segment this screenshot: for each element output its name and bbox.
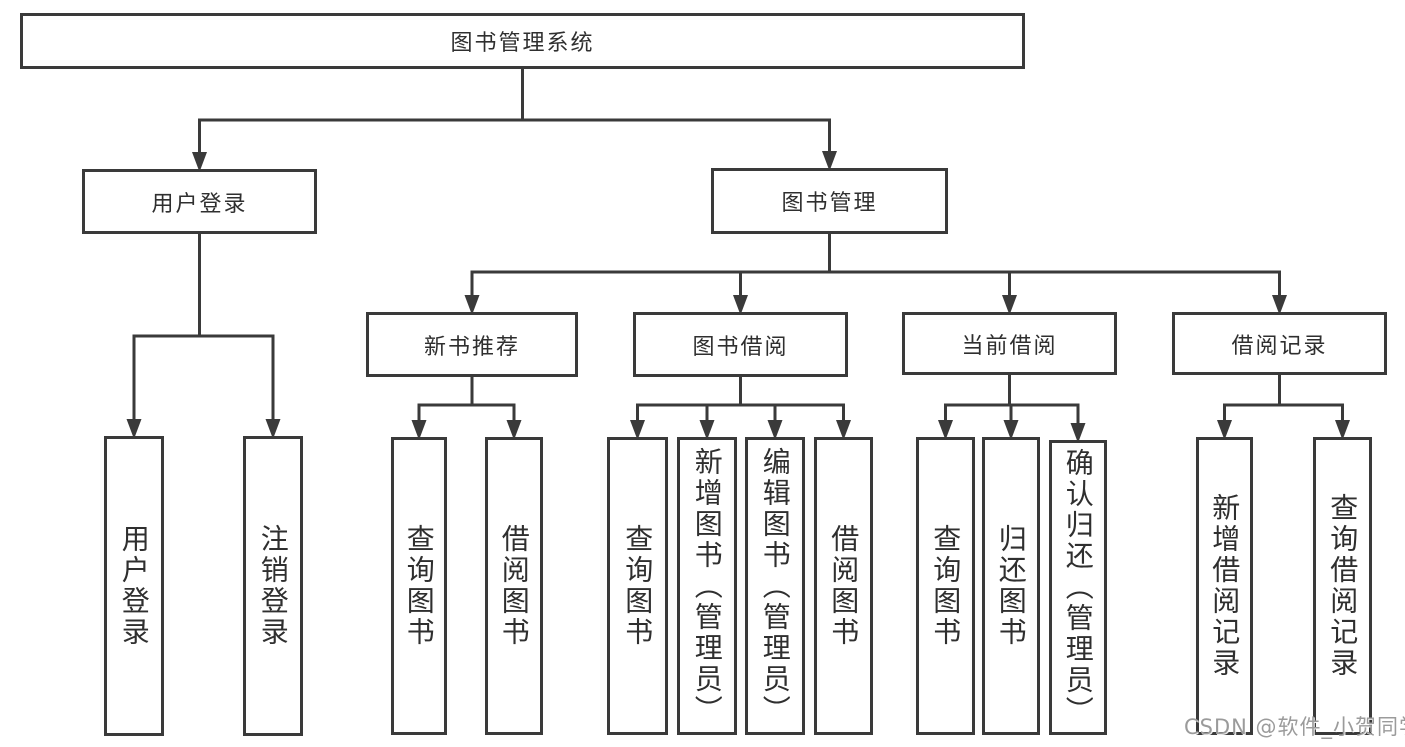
arrowhead-icon	[411, 420, 427, 440]
arrowhead-icon	[1217, 420, 1232, 440]
node-book-management: 图书管理	[711, 168, 948, 234]
node-leaf-user-login: 用户登录	[104, 436, 164, 736]
arrowhead-icon	[1335, 420, 1350, 440]
node-user-login: 用户登录	[82, 169, 317, 234]
node-cb-query-books: 查询图书	[916, 437, 975, 735]
arrowhead-icon	[506, 420, 522, 440]
arrowhead-icon	[836, 420, 851, 440]
node-cb-return-books: 归还图书	[982, 437, 1040, 735]
node-rec-borrow-books: 借阅图书	[485, 437, 543, 735]
node-cb-confirm-return: 确认归还（管理员）	[1049, 440, 1107, 735]
node-borrowing-records: 借阅记录	[1172, 312, 1387, 375]
node-bb-edit-books: 编辑图书（管理员）	[745, 437, 805, 735]
node-br-add-record: 新增借阅记录	[1196, 437, 1253, 735]
arrowhead-icon	[464, 295, 480, 315]
node-leaf-logout: 注销登录	[243, 436, 303, 736]
arrowhead-icon	[1002, 295, 1017, 315]
arrowhead-icon	[822, 151, 837, 171]
arrowhead-icon	[938, 420, 953, 440]
node-current-borrowing: 当前借阅	[902, 312, 1117, 375]
arrowhead-icon	[1070, 423, 1086, 443]
node-bb-query-books: 查询图书	[607, 437, 668, 735]
node-bb-add-books: 新增图书（管理员）	[677, 437, 737, 735]
arrowhead-icon	[126, 419, 142, 439]
arrowhead-icon	[1272, 295, 1287, 315]
node-root: 图书管理系统	[20, 13, 1025, 69]
arrowhead-icon	[767, 420, 783, 440]
arrowhead-icon	[1003, 420, 1019, 440]
node-new-book-rec: 新书推荐	[366, 312, 578, 377]
arrowhead-icon	[192, 152, 207, 172]
node-rec-query-books: 查询图书	[391, 437, 447, 735]
arrowhead-icon	[630, 420, 645, 440]
node-br-query-record: 查询借阅记录	[1313, 437, 1372, 735]
arrowhead-icon	[699, 420, 715, 440]
arrowhead-icon	[265, 419, 281, 439]
node-bb-borrow-books: 借阅图书	[814, 437, 873, 735]
node-book-borrowing: 图书借阅	[633, 312, 848, 377]
arrowhead-icon	[733, 295, 748, 315]
